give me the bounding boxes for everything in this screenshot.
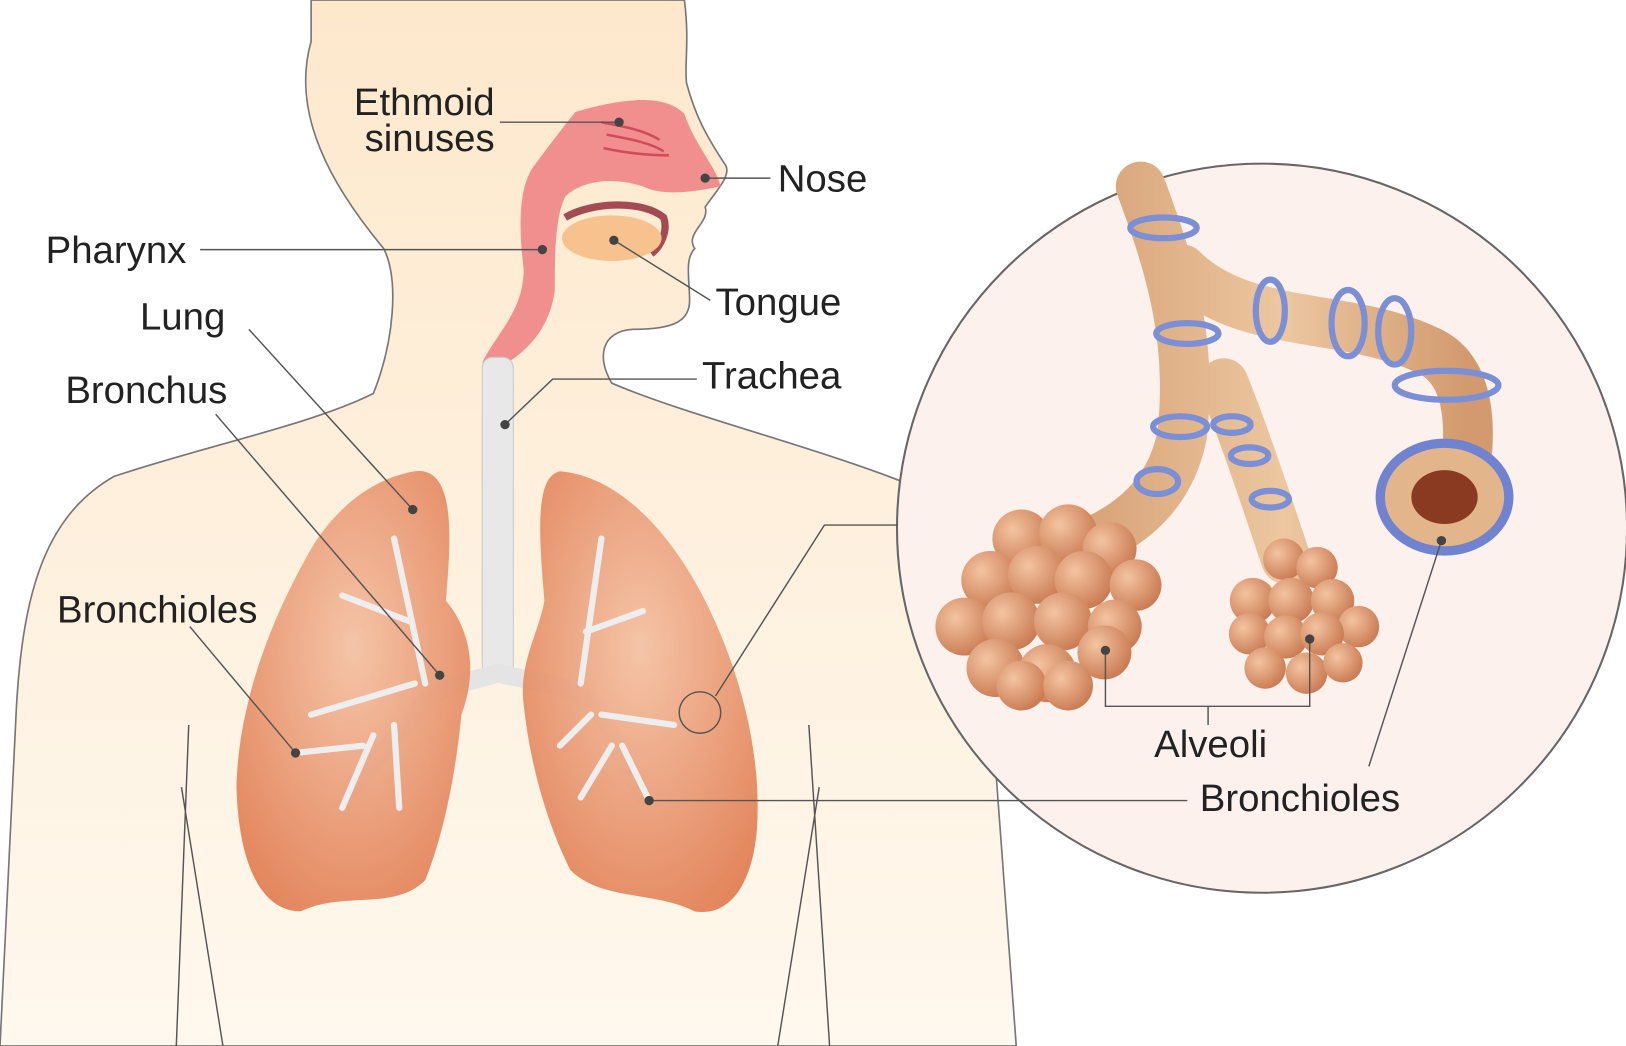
alveoli-cluster-left <box>935 504 1162 711</box>
label-trachea: Trachea <box>702 354 842 397</box>
arm-line-right <box>777 724 831 1046</box>
arm-line-left <box>175 724 224 1046</box>
magnify-circle <box>678 691 722 734</box>
right-lung <box>522 471 758 913</box>
trachea-shape <box>481 356 514 679</box>
inset-bronchiole-tubes <box>1074 161 1493 585</box>
label-nose: Nose <box>778 158 868 201</box>
label-bronchioles-left: Bronchioles <box>57 588 257 631</box>
label-ethmoid-line1: Ethmoid <box>354 81 495 124</box>
nasal-airway <box>482 100 721 363</box>
label-bronchioles-right: Bronchioles <box>1200 777 1400 820</box>
label-ethmoid-line2: sinuses <box>365 117 495 160</box>
label-bronchus: Bronchus <box>65 369 227 412</box>
label-pharynx: Pharynx <box>46 229 187 272</box>
pointer-dots <box>290 117 1447 806</box>
bronchiole-tree <box>292 535 678 811</box>
left-lung <box>236 470 471 912</box>
label-alveoli: Alveoli <box>1154 723 1267 766</box>
label-tongue: Tongue <box>716 281 842 324</box>
sinus-lines <box>601 120 669 157</box>
bronchiole-lumen <box>1411 470 1478 525</box>
label-lung: Lung <box>140 295 225 338</box>
alveoli-cluster-right <box>1228 538 1380 694</box>
leader-lines <box>189 121 1443 802</box>
cartilage-rings <box>1127 214 1502 511</box>
